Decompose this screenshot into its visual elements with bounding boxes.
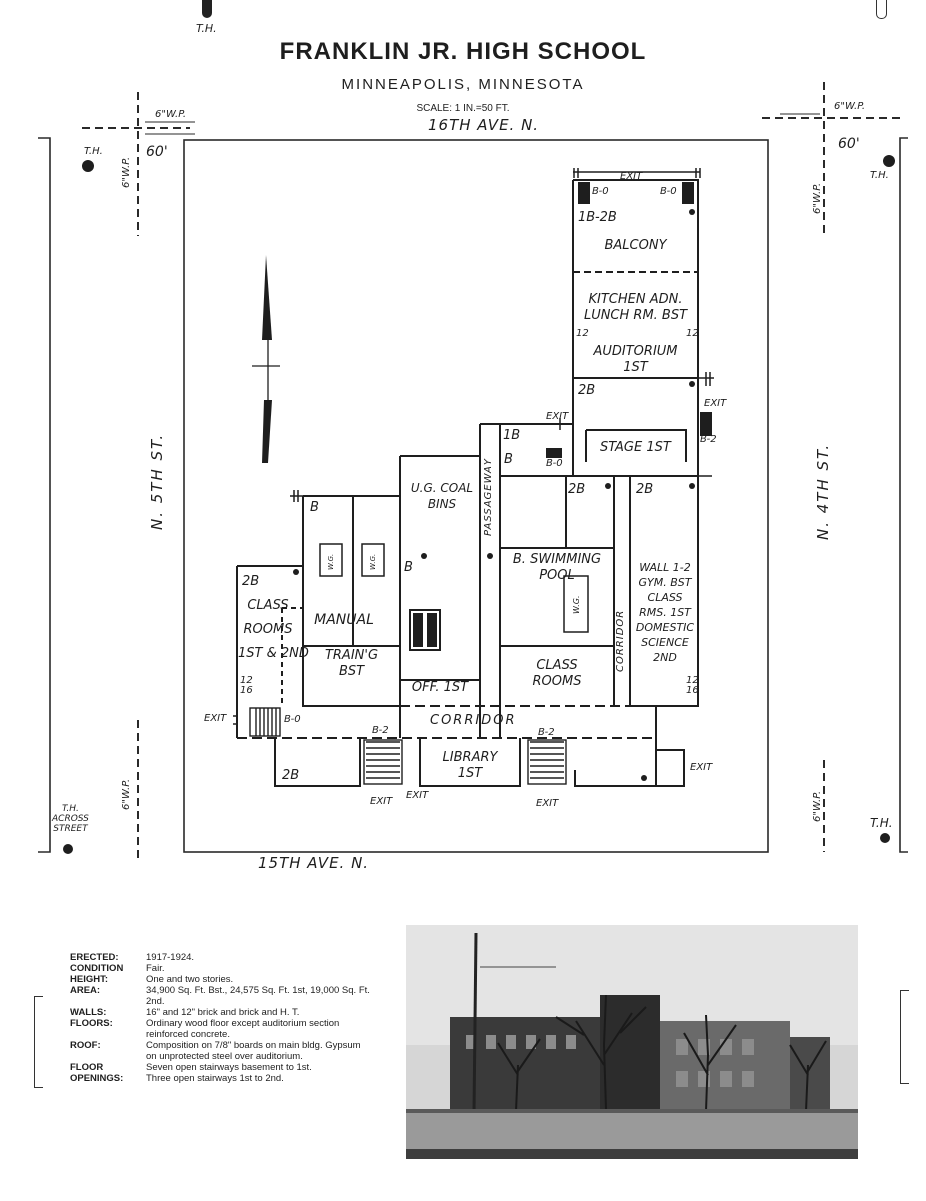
exit-passage: EXIT (546, 411, 569, 422)
left-bracket (34, 996, 43, 1088)
block-outline (183, 139, 769, 853)
right-bracket (900, 990, 909, 1084)
b2-stage: B-2 (700, 434, 717, 445)
wp-label-nw: 6"W.P. (155, 109, 187, 120)
exit-west: EXIT (204, 713, 227, 724)
b0-label-2: B-0 (660, 186, 677, 197)
wp-label-ne: 6"W.P. (834, 101, 866, 112)
width-label-east: 60' (838, 136, 860, 152)
top-right-clip-mark (876, 0, 887, 19)
exit-north: EXIT (620, 171, 643, 182)
b2-south-2: B-2 (538, 727, 555, 738)
auditorium-wall-right: 12 (686, 328, 699, 339)
info-erected: ERECTED:1917-1924. (70, 952, 195, 963)
wg-label-2: W.G. (369, 553, 377, 570)
north-arrow (252, 255, 280, 463)
wp-label-e1: 6"W.P. (812, 182, 823, 214)
wp-label-w1: 6"W.P. (121, 156, 132, 188)
balcony-label: BALCONY (604, 238, 667, 253)
street-north: 16TH AVE. N. (428, 116, 540, 134)
width-label-west: 60' (146, 144, 168, 160)
office-label: OFF. 1ST (411, 680, 469, 695)
scale-note: SCALE: 1 IN.=50 FT. (416, 103, 510, 114)
page-subtitle: MINNEAPOLIS, MINNESOTA (341, 76, 585, 93)
gym-2b: 2B (636, 482, 654, 497)
exit-southeast: EXIT (690, 762, 713, 773)
th-label-ne: T.H. (870, 170, 889, 181)
stage-label: STAGE 1ST (600, 440, 671, 455)
manual-label: MANUAL (314, 612, 374, 628)
b0-west: B-0 (284, 714, 301, 725)
wg-label-1: W.G. (327, 553, 335, 570)
passage-1b: 1B (503, 428, 521, 443)
street-south: 15TH AVE. N. (258, 854, 370, 872)
info-floors: FLOORS:Ordinary wood floor except audito… (70, 1018, 340, 1040)
wp-label-e2: 6"W.P. (812, 790, 823, 822)
site-plan (38, 82, 908, 860)
exit-stage: EXIT (704, 398, 727, 409)
b0-passage: B-0 (546, 458, 563, 469)
page-title: FRANKLIN JR. HIGH SCHOOL (279, 38, 647, 65)
b2-south-1: B-2 (372, 725, 389, 736)
info-roof: ROOF:Composition on 7/8" boards on main … (70, 1040, 361, 1062)
auditorium-wall-left: 12 (576, 328, 589, 339)
exit-south-1: EXIT (370, 796, 393, 807)
pool-2b: 2B (568, 482, 586, 497)
corridor-label: CORRIDOR (430, 713, 517, 728)
passage-b: B (504, 452, 513, 467)
top-marker-label: T.H. (196, 22, 217, 35)
info-area: AREA:34,900 Sq. Ft. Bst., 24,575 Sq. Ft.… (70, 985, 370, 1007)
auditorium-2b: 2B (578, 383, 596, 398)
top-hydrant-mark (202, 0, 212, 18)
th-label-nw: T.H. (84, 146, 103, 157)
south-2b: 2B (282, 768, 300, 783)
info-walls: WALLS:16" and 12" brick and brick and H.… (70, 1007, 300, 1018)
info-floor-openings-2: OPENINGS:Three open stairways 1st to 2nd… (70, 1073, 284, 1084)
exit-south-3: EXIT (536, 798, 559, 809)
wg-label-3: W.G. (572, 595, 581, 614)
corridor-vertical: CORRIDOR (615, 609, 626, 672)
passageway-label: PASSAGEWAY (483, 458, 494, 536)
school-photo (406, 925, 858, 1159)
balcony-code: 1B-2B (578, 210, 617, 225)
wp-label-w2: 6"W.P. (121, 778, 132, 810)
office-b: B (404, 560, 413, 575)
info-height: HEIGHT:One and two stories. (70, 974, 234, 985)
th-label-se: T.H. (870, 816, 893, 830)
b0-label-1: B-0 (592, 186, 609, 197)
manual-b: B (310, 500, 319, 515)
kitchen-label: KITCHEN ADN.LUNCH RM. BST (583, 292, 688, 323)
exit-south-2: EXIT (406, 790, 429, 801)
